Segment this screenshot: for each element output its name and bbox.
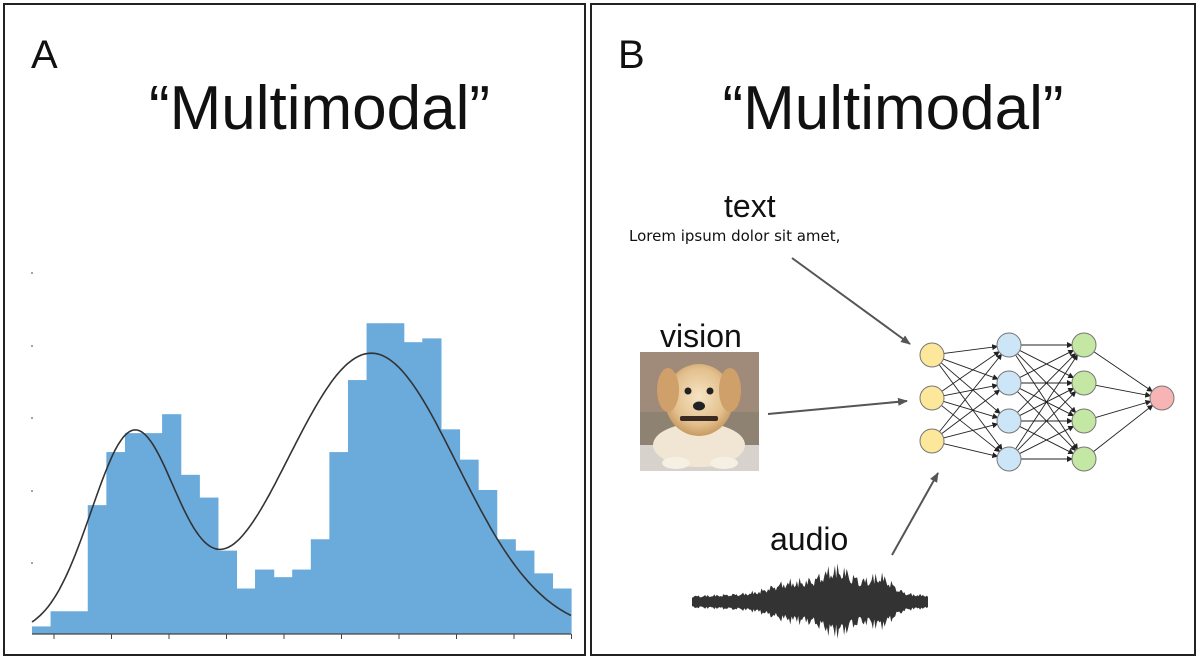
network-edge	[942, 352, 999, 391]
histogram-bar	[515, 551, 534, 634]
network-edge	[1094, 352, 1152, 392]
histogram-bar	[441, 429, 460, 634]
histogram-bar	[292, 570, 311, 634]
network-edge	[944, 347, 997, 354]
network-node	[1072, 371, 1096, 395]
audio-waveform	[692, 563, 928, 639]
diagram-svg	[592, 5, 1196, 656]
histogram-bar	[255, 570, 274, 634]
histogram-bar	[144, 433, 163, 634]
histogram-chart	[5, 5, 586, 656]
network-edge	[944, 444, 998, 457]
histogram-bar	[459, 460, 478, 634]
network-node	[920, 429, 944, 453]
histogram-bar	[162, 414, 181, 634]
network-node	[997, 409, 1021, 433]
panel-b: B “Multimodal” text Lorem ipsum dolor si…	[590, 3, 1196, 656]
histogram-bar	[329, 452, 348, 634]
histogram-bar	[348, 380, 367, 634]
histogram-bar	[32, 626, 51, 634]
network-edge	[1096, 401, 1151, 417]
network-edge	[1093, 405, 1152, 451]
network-node	[1150, 386, 1174, 410]
network-node	[997, 333, 1021, 357]
histogram-bar	[51, 611, 70, 634]
network-edge	[944, 385, 997, 395]
network-node	[1072, 447, 1096, 471]
audio-arrow	[892, 473, 938, 555]
histogram-bar	[199, 498, 218, 634]
network-edge	[940, 354, 1002, 431]
histogram-bar	[181, 475, 200, 634]
text-arrow	[792, 258, 910, 344]
histogram-bar	[106, 452, 125, 634]
vision-image	[640, 352, 759, 471]
network-node	[997, 447, 1021, 471]
network-node	[920, 386, 944, 410]
network-node	[920, 343, 944, 367]
histogram-bar	[422, 338, 441, 634]
network-node	[1072, 333, 1096, 357]
vision-arrow	[768, 401, 907, 414]
histogram-bar	[534, 573, 553, 634]
panel-a: A “Multimodal”	[3, 3, 586, 656]
histogram-bar	[88, 505, 107, 634]
network-edges	[939, 345, 1152, 459]
histogram-bar	[311, 539, 330, 634]
histogram-bar	[69, 611, 88, 634]
histogram-bar	[218, 551, 237, 634]
histogram-bar	[236, 589, 255, 634]
network-edge	[941, 363, 1000, 413]
network-node	[1072, 409, 1096, 433]
histogram-bar	[125, 433, 144, 634]
network-edge	[1096, 385, 1150, 395]
histogram-bar	[367, 323, 386, 634]
network-node	[997, 371, 1021, 395]
histogram-bar	[274, 577, 293, 634]
